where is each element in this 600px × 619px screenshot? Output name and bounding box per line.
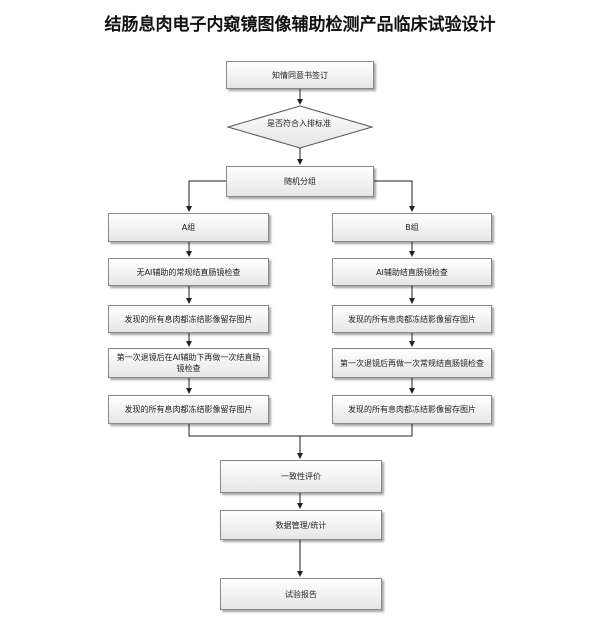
random-box: 随机分组 — [226, 166, 374, 197]
consent-box: 知情同意书签订 — [226, 61, 374, 89]
random-label: 随机分组 — [284, 177, 316, 186]
group-b-box: B组 — [332, 213, 492, 242]
b-step-3-box: 第一次退镜后再做一次常规结直肠镜检查 — [332, 348, 492, 378]
b-step-2-box: 发现的所有息肉都冻结影像留存图片 — [332, 305, 492, 333]
a-step-2-label: 发现的所有息肉都冻结影像留存图片 — [124, 314, 253, 324]
b-step-1-label: AI辅助结直肠镜检查 — [376, 267, 448, 277]
b-step-3-label: 第一次退镜后再做一次常规结直肠镜检查 — [340, 358, 484, 368]
data-mgmt-box: 数据管理/统计 — [220, 510, 382, 540]
consent-label: 知情同意书签订 — [272, 70, 328, 80]
eligibility-label: 是否符合入排标准 — [267, 119, 331, 128]
a-step-3-label: 第一次退镜后在AI辅助下再做一次结直肠镜检查 — [116, 353, 261, 373]
page-title: 结肠息肉电子内窥镜图像辅助检测产品临床试验设计 — [104, 15, 496, 35]
consistency-label: 一致性评价 — [281, 472, 321, 481]
arrow-random-to-group-b — [374, 180, 415, 212]
report-label: 试验报告 — [285, 589, 317, 599]
merge-line — [188, 424, 413, 437]
a-step-2-box: 发现的所有息肉都冻结影像留存图片 — [108, 305, 269, 333]
group-b-label: B组 — [405, 223, 419, 232]
group-a-box: A组 — [108, 213, 269, 242]
consistency-box: 一致性评价 — [220, 460, 382, 493]
group-a-label: A组 — [181, 223, 196, 232]
data-mgmt-label: 数据管理/统计 — [275, 520, 327, 530]
a-step-4-label: 发现的所有息肉都冻结影像留存图片 — [124, 405, 253, 414]
b-step-4-label: 发现的所有息肉都冻结影像留存图片 — [348, 405, 476, 414]
arrow-random-to-group-a — [186, 180, 226, 212]
a-step-1-box: 无AI辅助的常规结直肠镜检查 — [108, 258, 269, 286]
a-step-3-box: 第一次退镜后在AI辅助下再做一次结直肠镜检查 — [108, 348, 269, 378]
report-box: 试验报告 — [220, 578, 382, 610]
b-step-1-box: AI辅助结直肠镜检查 — [332, 258, 492, 286]
b-step-4-box: 发现的所有息肉都冻结影像留存图片 — [332, 395, 492, 424]
a-step-4-box: 发现的所有息肉都冻结影像留存图片 — [108, 395, 269, 424]
b-step-2-label: 发现的所有息肉都冻结影像留存图片 — [348, 314, 476, 324]
a-step-1-label: 无AI辅助的常规结直肠镜检查 — [136, 267, 241, 277]
